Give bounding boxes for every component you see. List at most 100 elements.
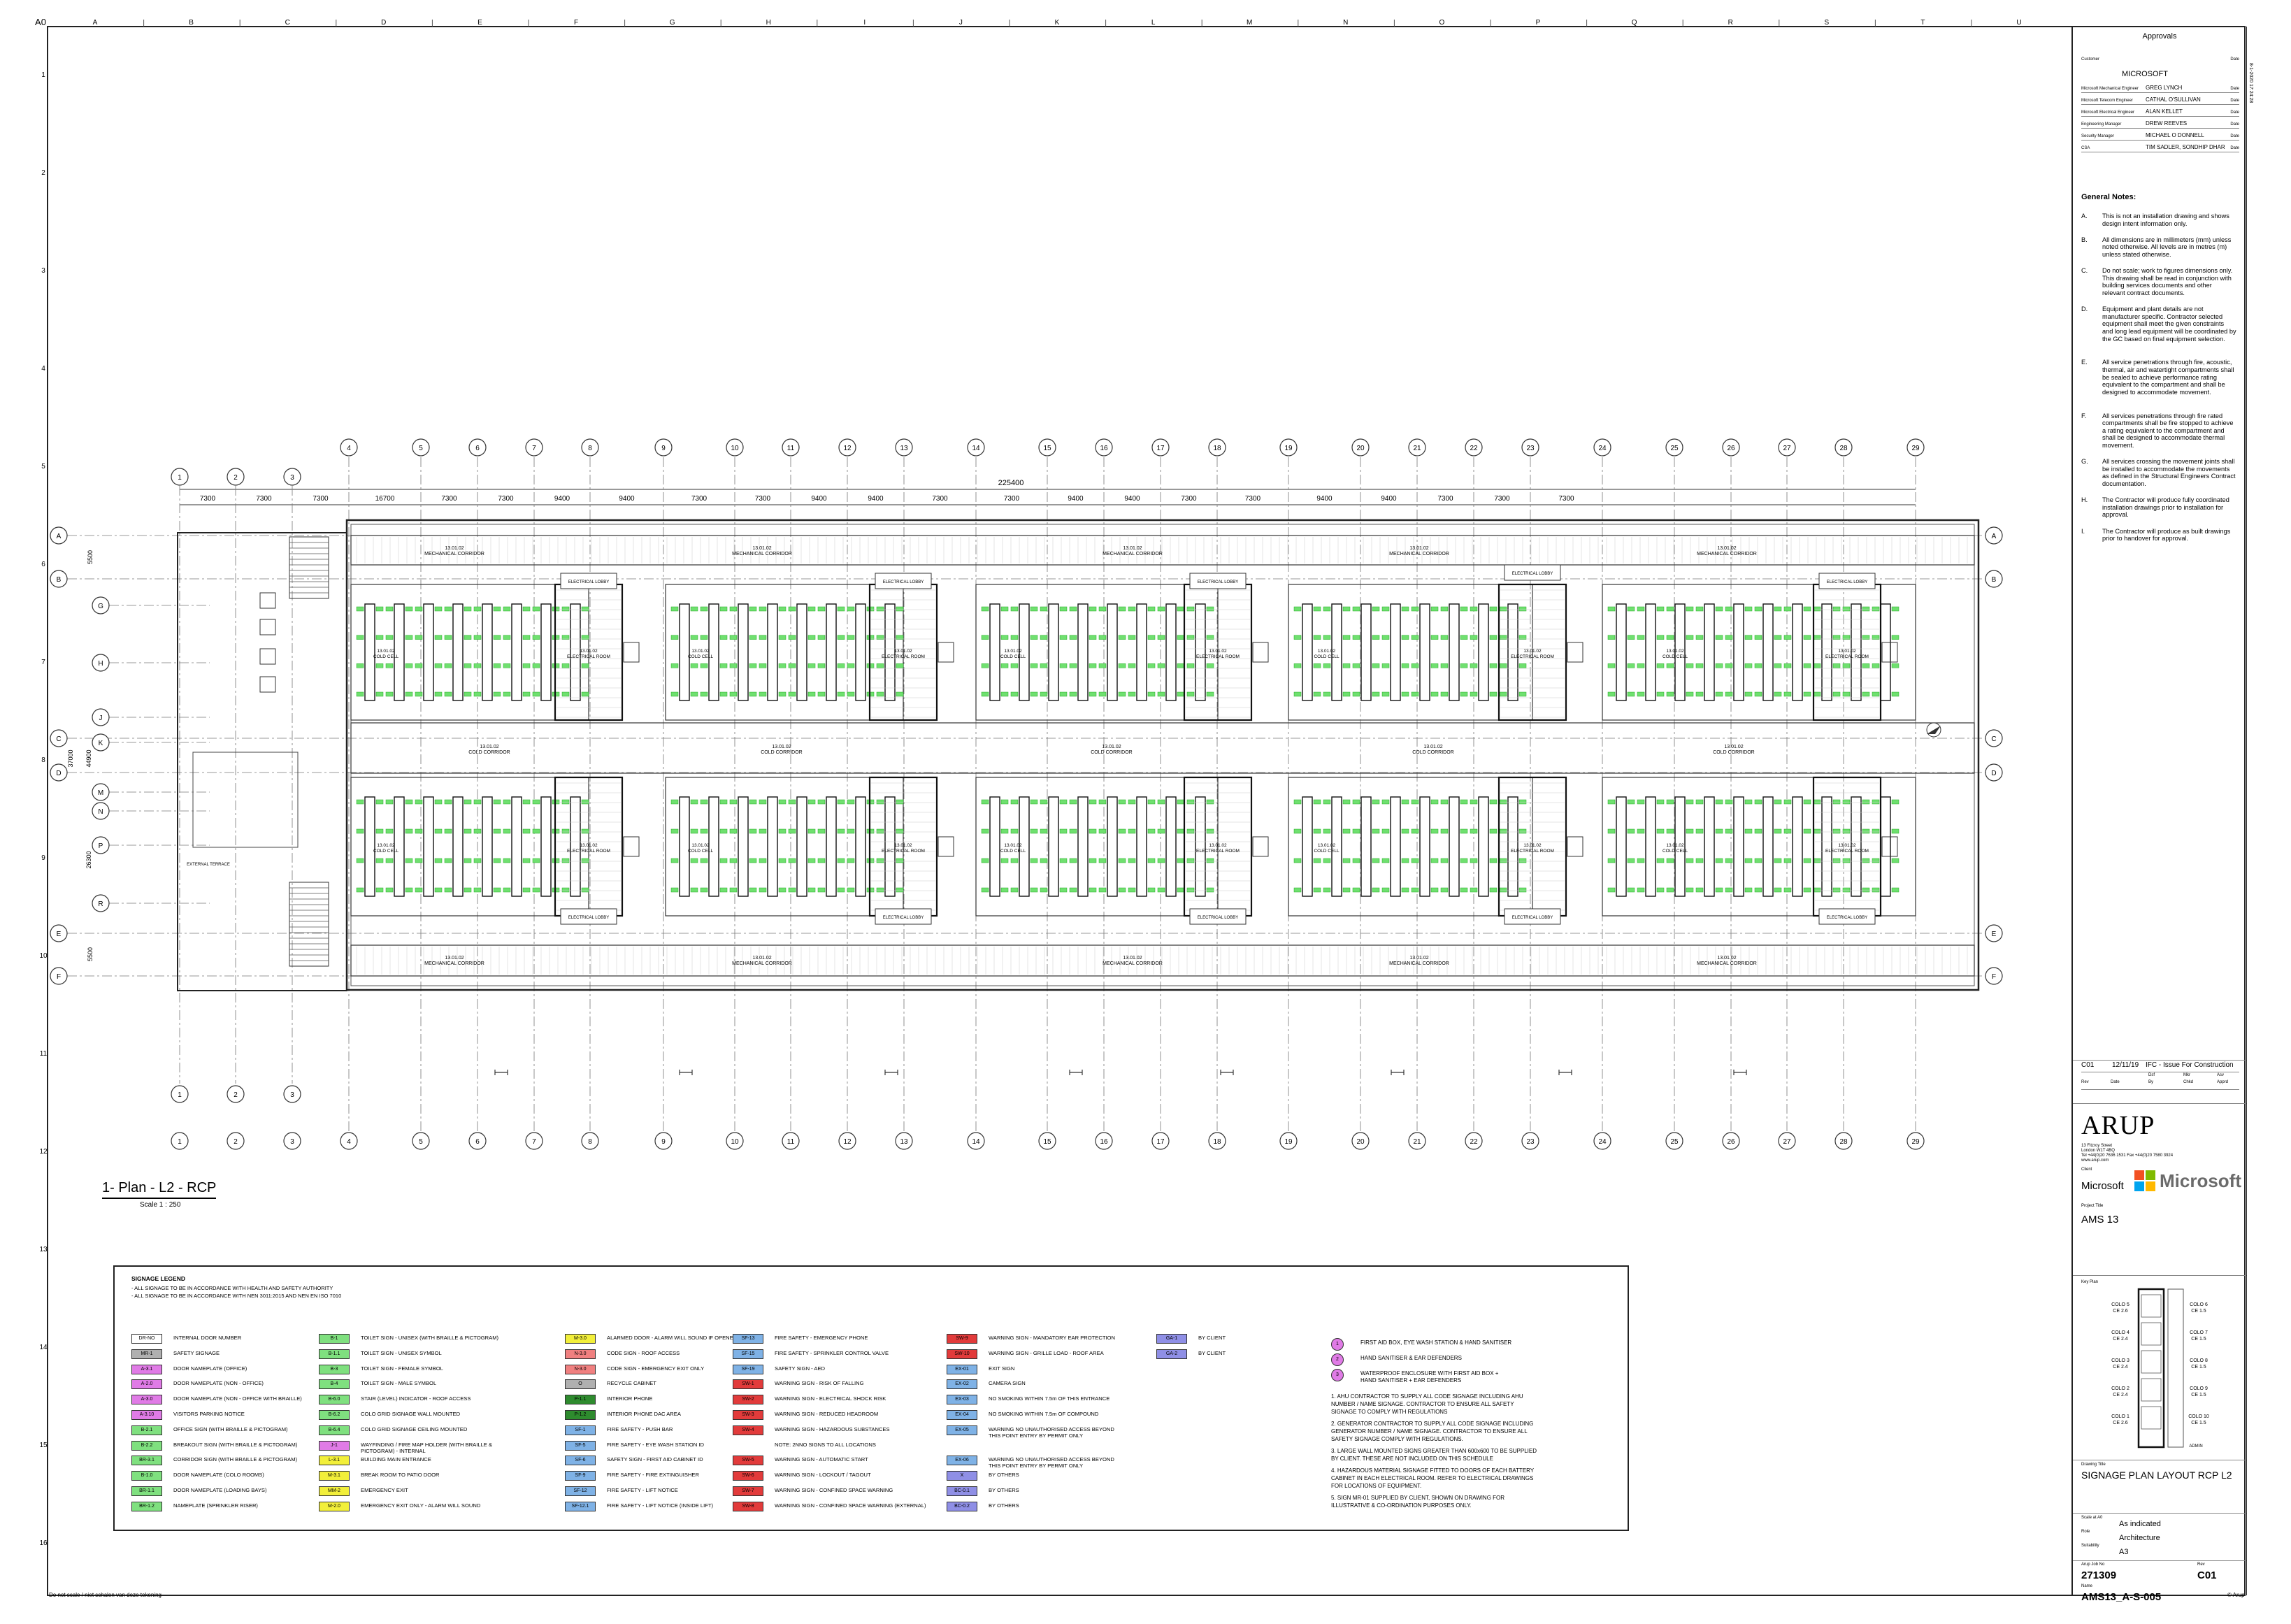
bay-dimension: 7300	[1181, 495, 1197, 503]
sign-marker	[876, 828, 884, 834]
sign-marker	[1489, 858, 1498, 863]
sign-marker	[1460, 799, 1468, 805]
sign-marker	[1862, 691, 1870, 697]
date-label: Date	[2230, 57, 2239, 62]
sign-marker	[837, 858, 845, 863]
sign-marker	[700, 663, 708, 668]
legend-swatch: EX-02	[947, 1379, 977, 1390]
sign-marker	[1803, 858, 1811, 863]
rack-row	[1733, 796, 1744, 897]
sign-marker	[1754, 635, 1762, 640]
sign-marker	[405, 691, 413, 697]
bay-dimension: 9400	[1124, 495, 1140, 503]
grid-bubble-left: N	[98, 808, 103, 816]
sign-marker	[1695, 828, 1704, 834]
sign-marker	[1637, 691, 1645, 697]
rack-row	[1851, 603, 1862, 701]
room-name: MECHANICAL CORRIDOR	[1103, 961, 1163, 966]
keyplan-label: CE 2.6	[2113, 1309, 2128, 1314]
sign-marker	[876, 663, 884, 668]
role-label: Role	[2081, 1530, 2090, 1534]
sign-marker	[532, 691, 540, 697]
sign-marker	[1030, 691, 1038, 697]
sign-marker	[503, 663, 511, 668]
grid-bubble-top: 7	[532, 445, 536, 452]
sign-marker	[1000, 858, 1009, 863]
electrical-lobby-label: ELECTRICAL LOBBY	[1827, 580, 1867, 584]
row-ref: 1	[41, 71, 45, 79]
building-outline	[345, 519, 1980, 991]
room-name: MECHANICAL CORRIDOR	[1697, 961, 1757, 966]
sign-marker	[1118, 887, 1126, 893]
approver-role: Microsoft Electrical Engineer	[2081, 110, 2135, 115]
legend-description: WARNING SIGN - GRILLE LOAD - ROOF AREA	[989, 1349, 1104, 1356]
keyplan-label: COLO 2	[2111, 1386, 2130, 1391]
revision-divider	[2073, 1060, 2246, 1061]
bay-dimension: 7300	[498, 495, 514, 503]
rack-row	[1792, 603, 1803, 701]
legend-description: SAFETY SIGN - FIRST AID CABINET ID	[607, 1456, 703, 1463]
sign-marker	[1430, 606, 1439, 612]
sign-marker	[1177, 635, 1185, 640]
sign-marker	[1725, 606, 1733, 612]
sign-marker	[1147, 799, 1156, 805]
sign-marker	[1832, 799, 1841, 805]
role-value: Architecture	[2119, 1534, 2160, 1542]
suitability-label: Suitability	[2081, 1544, 2099, 1548]
sign-marker	[434, 663, 443, 668]
legend-side-marker: 2	[1331, 1353, 1344, 1366]
general-note-key: F.	[2081, 412, 2087, 419]
sign-marker	[1098, 858, 1107, 863]
rack-row	[394, 796, 405, 897]
legend-description: TOILET SIGN - UNISEX (WITH BRAILLE & PIC…	[361, 1335, 499, 1341]
sign-marker	[788, 828, 796, 834]
grid-bubble-top: 20	[1356, 445, 1365, 452]
legend-swatch: BR-3.1	[131, 1456, 162, 1466]
legend-description: NAMEPLATE (SPRINKLER RISER)	[173, 1502, 258, 1509]
sign-marker	[1186, 799, 1195, 805]
sign-marker	[1460, 635, 1468, 640]
rack-row	[423, 603, 434, 701]
rack-row	[1478, 796, 1489, 897]
sign-marker	[1059, 606, 1068, 612]
sign-marker	[1206, 858, 1214, 863]
sign-marker	[1744, 799, 1753, 805]
legend-description: INTERIOR PHONE DAC AREA	[607, 1411, 681, 1417]
sign-marker	[1440, 606, 1449, 612]
room-name: ELECTRICAL ROOM	[1196, 654, 1240, 659]
legend-description: WARNING SIGN - AUTOMATIC START	[775, 1456, 868, 1463]
sign-marker	[1783, 606, 1792, 612]
sign-marker	[415, 663, 423, 668]
bay-dimension: 9400	[1316, 495, 1333, 503]
room-name: COLD CELL	[688, 654, 714, 659]
footer-note: Do not scale / niet schalen van deze tek…	[49, 1592, 161, 1598]
column-ref: S	[1824, 19, 1829, 27]
sign-marker	[1293, 635, 1302, 640]
grid-bubble-bottom: 13	[900, 1138, 908, 1146]
sign-marker	[700, 799, 708, 805]
grid-bubble-bottom: 12	[843, 1138, 852, 1146]
sign-marker	[1872, 635, 1880, 640]
sign-marker	[405, 887, 413, 893]
sign-marker	[1323, 691, 1331, 697]
client-name: Microsoft	[2081, 1180, 2124, 1192]
rack-row	[394, 603, 405, 701]
grid-bubble-top: 4	[347, 445, 351, 452]
keyplan-admin-label: ADMIN	[2189, 1444, 2202, 1449]
grid-bubble-left: E	[57, 930, 62, 938]
sign-marker	[1147, 663, 1156, 668]
column-ref: P	[1536, 19, 1541, 27]
grid-bubble-top: 13	[900, 445, 908, 452]
sign-marker	[719, 663, 728, 668]
rack-row	[1616, 603, 1627, 701]
